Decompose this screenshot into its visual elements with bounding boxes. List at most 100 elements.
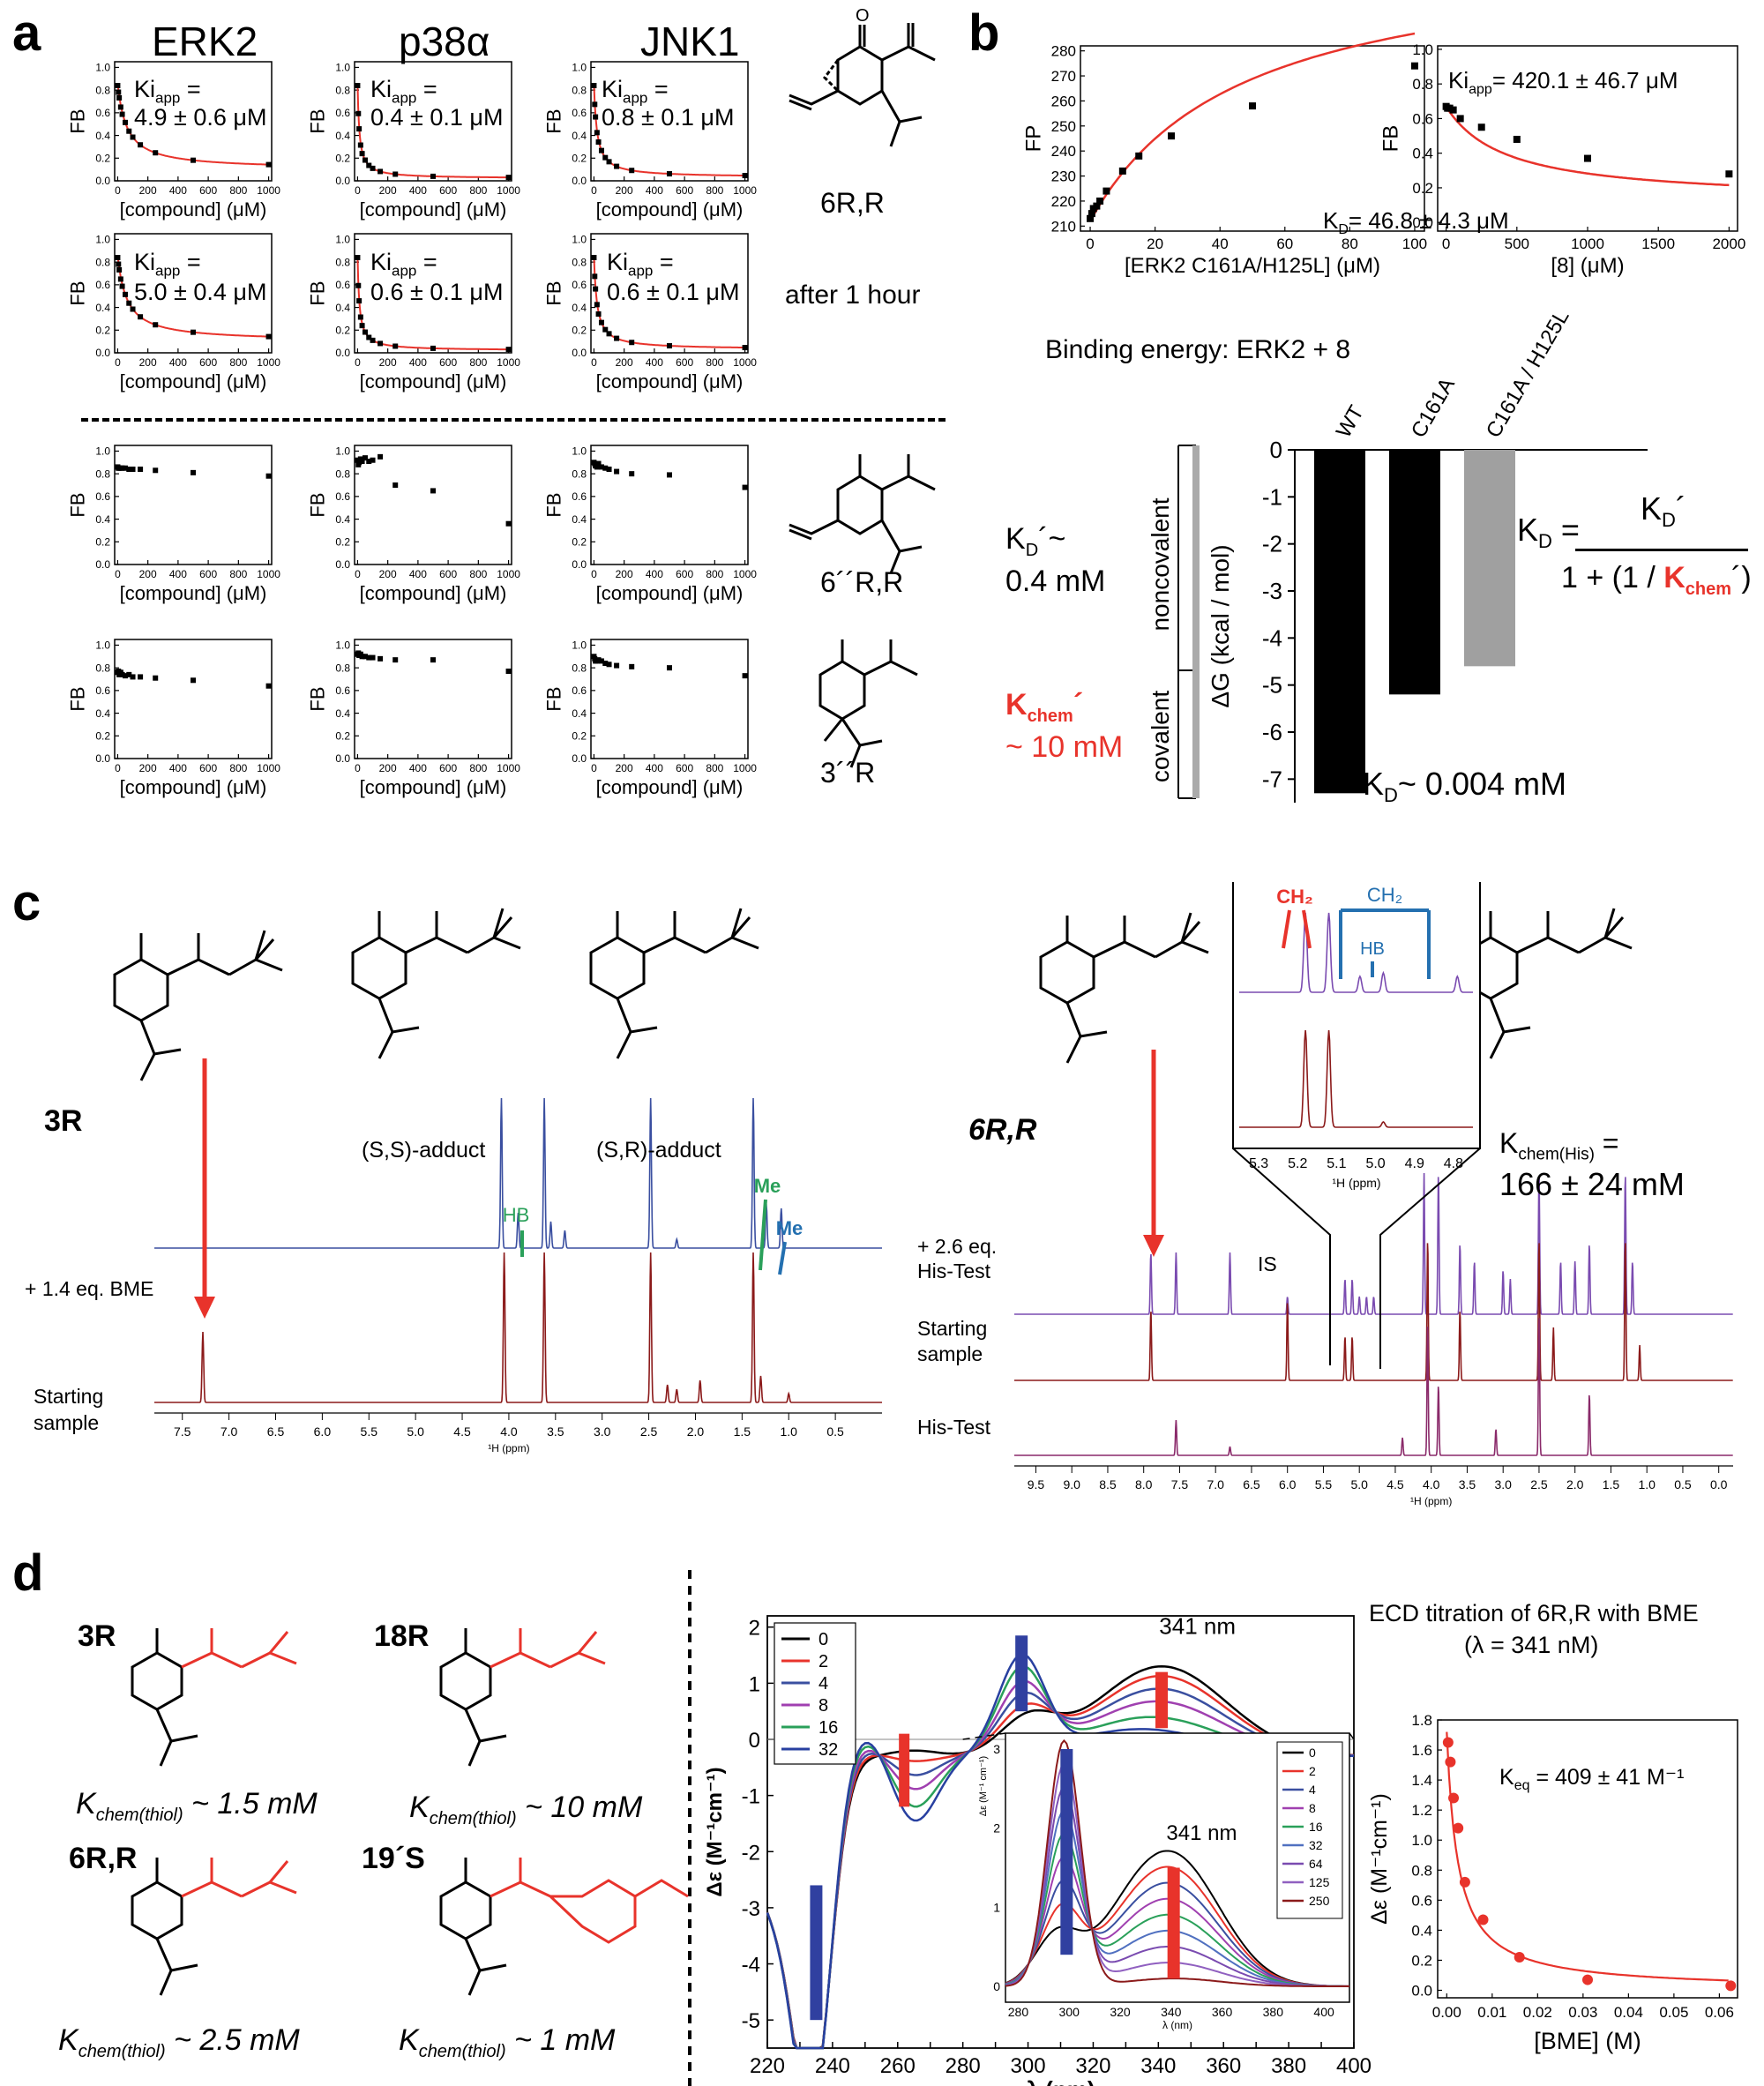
b-bar-category-label: WT: [1332, 401, 1369, 442]
a-r2-c1-data-point: [126, 300, 132, 306]
b-fp-frame: [1080, 45, 1425, 232]
b-fp-data-point: [1410, 62, 1418, 70]
a-r4-c3-xlabel: [compound] (μM): [596, 776, 744, 798]
d-ecd-legend-label: 8: [818, 1696, 828, 1716]
a-r1-c1-data-point: [116, 89, 122, 95]
a-r2-c3-ytick-label: 0.6: [572, 279, 587, 291]
c-arrow-blue-me: [778, 1241, 787, 1275]
a-r2-c2-data-point: [505, 347, 512, 353]
d-struct-6rr-red-tail: [181, 1858, 297, 1898]
b-fp-xtick-label: 100: [1402, 236, 1427, 252]
d-struct-19s-red-tail: [490, 1858, 689, 1944]
a-r4-c1-data-point: [122, 673, 128, 679]
a-r2-c2-ytick-label: 1.0: [335, 234, 350, 246]
c-struct-6rr-tbu: [1155, 912, 1209, 959]
b-bar-category-label: C161A: [1407, 374, 1460, 442]
a-r2-c2-ytick-label: 0.6: [335, 279, 350, 291]
a-r4-c1-ytick-label: 0.4: [95, 707, 110, 720]
c-inset-tick-label: 4.9: [1405, 1156, 1424, 1171]
a-r3-c1-xtick-label: 800: [229, 568, 247, 580]
a-r2-c1-xlabel: [compound] (μM): [120, 370, 267, 393]
b-fp-xlabel: [ERK2 C161A/H125L] (μM): [1125, 254, 1380, 278]
a-r3-c1-xtick-label: 400: [169, 568, 187, 580]
a-r2-c2-data-point: [370, 337, 376, 343]
a-r2-c1-data-point: [115, 255, 121, 260]
struct-6rr-label: 6R,R: [968, 1113, 1037, 1147]
a-r1-c2-ylabel: FB: [307, 108, 329, 133]
a-r1-c2-xtick-label: 400: [409, 184, 427, 197]
titration-title-line2: (λ = 341 nM): [1464, 1632, 1599, 1658]
a-r4-c1-xtick-label: 800: [229, 762, 247, 774]
a-r3-c3-data-point: [598, 464, 604, 470]
c-left-tick-label: 2.5: [640, 1424, 658, 1439]
a-r3-c2-data-point: [392, 482, 399, 488]
a-r2-c1-ytick-label: 1.0: [95, 234, 110, 246]
a-r4-c3-data-point: [629, 663, 635, 669]
a-r1-c2-data-point: [355, 83, 361, 88]
a-r4-c3-data-point: [602, 661, 609, 666]
a-r4-c1-data-point: [138, 674, 144, 680]
d-ecd-arrow-down-341: [1155, 1671, 1169, 1729]
a-r1-c2-xtick-label: 0: [355, 184, 361, 197]
a-r4-c3-ytick-label: 0.6: [572, 684, 587, 697]
binding-energy-title: Binding energy: ERK2 + 8: [1045, 335, 1351, 364]
a-r4-c2-data-point: [366, 654, 372, 661]
a-r4-c3-xtick-label: 600: [676, 762, 693, 774]
d-kchem-19s: Kchem(thiol) ~ 1 mM: [399, 2023, 616, 2061]
d-ecd-legend-label: 32: [818, 1740, 838, 1760]
a-r2-c2-data-point: [392, 343, 399, 349]
panel-label-b: b: [968, 4, 1000, 62]
a-r3-c2-data-point: [362, 455, 368, 461]
a-r4-c1-ytick-label: 0.6: [95, 684, 110, 697]
d-titration-data-point: [1442, 1737, 1454, 1748]
d-titration-data-point: [1725, 1980, 1737, 1992]
a-r1-c3-xtick-label: 600: [676, 184, 693, 197]
a-r1-c2-xtick-label: 600: [439, 184, 457, 197]
a-r2-c3-data-point: [591, 255, 597, 260]
d-compound-6rr: 6R,R: [69, 1842, 138, 1875]
a-r1-c3-frame: [590, 61, 749, 182]
a-r3-c1-ytick-label: 1.0: [95, 445, 110, 458]
d-titration-data-point: [1448, 1792, 1460, 1804]
structure-6ddrr: [789, 454, 936, 574]
a-r4-c2-data-point: [370, 654, 376, 661]
c-right-tick-label: 9.5: [1028, 1477, 1045, 1492]
a-r2-c1-data-point: [265, 333, 272, 340]
a-r2-c1-ytick-label: 0.4: [95, 302, 110, 314]
a-r4-c1-ylabel: FB: [67, 686, 89, 711]
d-inset-xtick-label: 400: [1313, 2005, 1334, 2019]
d-inset-xtick-label: 280: [1008, 2005, 1029, 2019]
b-fb-ytick-label: 0.4: [1412, 146, 1433, 162]
d-titration-xtick-label: 0.01: [1477, 2004, 1506, 2021]
a-r2-c1-data-point: [119, 283, 125, 289]
d-ecd-xlabel: λ (nm): [1027, 2076, 1095, 2086]
a-r3-c3-ytick-label: 1.0: [572, 445, 587, 458]
c-right-tick-label: 0.0: [1710, 1477, 1728, 1492]
a-r4-c1-data-point: [153, 675, 159, 681]
his-test-label: His-Test: [917, 1416, 991, 1439]
kd-equation-left: KD =: [1517, 512, 1580, 553]
a-r2-c1-ytick-label: 0.0: [95, 347, 110, 359]
a-r1-c3-data-point: [742, 173, 748, 179]
b-bar-ytick-label: -6: [1262, 719, 1282, 745]
a-r2-c1-xtick-label: 200: [139, 356, 157, 369]
a-r1-c2-xtick-label: 1000: [497, 184, 520, 197]
a-r2-c3-ytick-label: 1.0: [572, 234, 587, 246]
d-titration-xtick-label: 0.03: [1568, 2004, 1597, 2021]
a-r2-c1-data-point: [130, 306, 136, 312]
c-struct-6rr-ester: [1093, 940, 1156, 959]
a-r2-c2-data-point: [355, 282, 362, 288]
a-r2-c1-data-point: [138, 314, 144, 320]
a-r4-c2-data-point: [359, 654, 365, 660]
a-r4-c2-data-point: [362, 654, 368, 660]
a-r1-c2-xlabel: [compound] (μM): [360, 198, 507, 221]
d-struct-18r: [439, 1628, 606, 1767]
a-r1-c1-xtick-label: 800: [229, 184, 247, 197]
a-r2-c3-ytick-label: 0.0: [572, 347, 587, 359]
a-r3-c2-xtick-label: 800: [469, 568, 487, 580]
d-inset-legend-label: 64: [1309, 1857, 1323, 1871]
a-r3-c1-ytick-label: 0.0: [95, 558, 110, 571]
kchem-prime-label: Kchem´: [1005, 688, 1084, 726]
a-r4-c2-data-point: [430, 657, 436, 663]
a-r4-c2-ytick-label: 0.0: [335, 752, 350, 765]
